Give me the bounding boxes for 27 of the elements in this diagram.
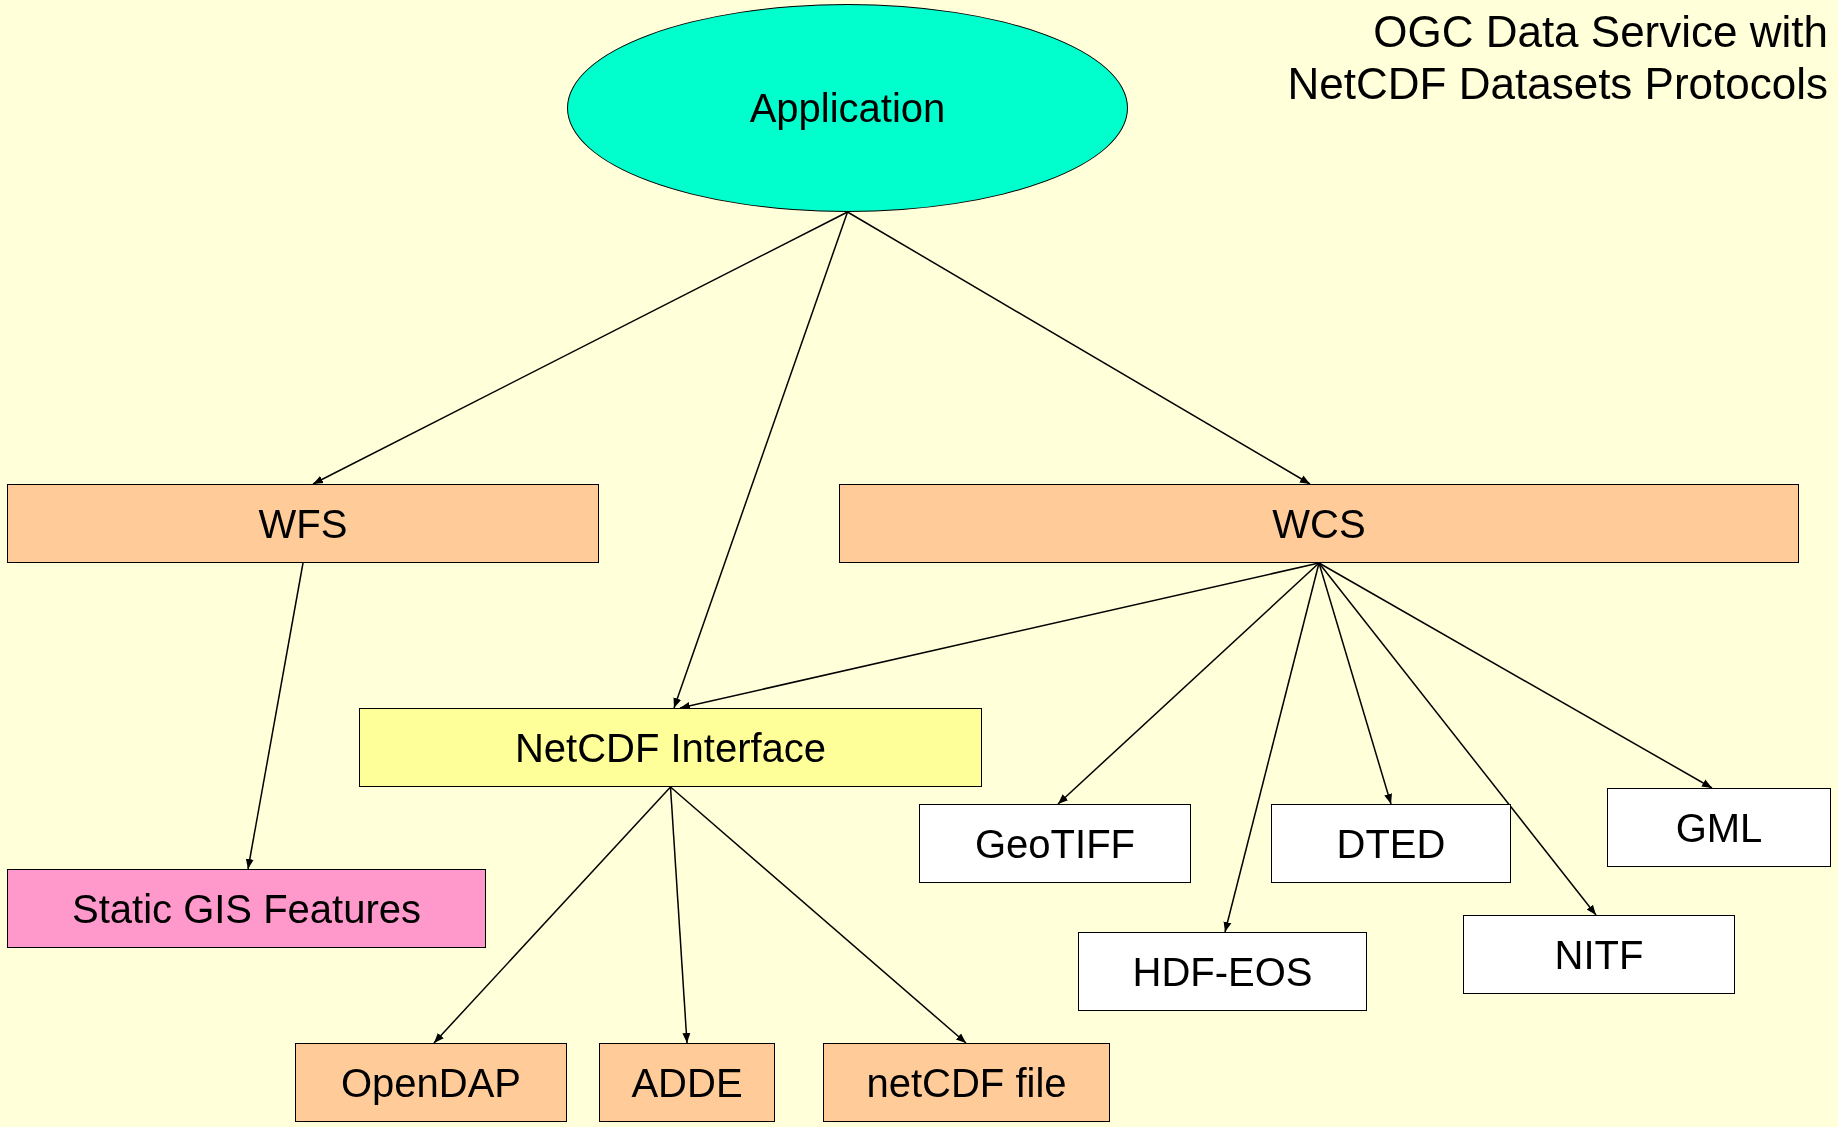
arrow <box>1318 562 1597 916</box>
arrow <box>669 786 691 1044</box>
arrow <box>679 562 1320 710</box>
arrow <box>1057 562 1320 805</box>
format-box: GML <box>1607 788 1831 867</box>
arrow <box>312 211 849 485</box>
arrow <box>1223 562 1320 933</box>
process-box: WFS <box>7 484 599 563</box>
interface-box: NetCDF Interface <box>359 708 982 787</box>
format-box: HDF-EOS <box>1078 932 1367 1011</box>
arrow <box>1318 562 1713 789</box>
feature-box: Static GIS Features <box>7 869 486 948</box>
format-box: DTED <box>1271 804 1511 883</box>
process-box: WCS <box>839 484 1799 563</box>
format-box: NITF <box>1463 915 1735 994</box>
diagram-title: OGC Data Service with NetCDF Datasets Protocols <box>1286 6 1828 110</box>
format-box: GeoTIFF <box>919 804 1191 883</box>
application-ellipse: Application <box>567 4 1128 212</box>
arrow <box>433 786 672 1044</box>
arrow <box>245 562 304 870</box>
arrow <box>673 211 849 709</box>
protocol-box: OpenDAP <box>295 1043 567 1122</box>
protocol-box: netCDF file <box>823 1043 1110 1122</box>
protocol-box: ADDE <box>599 1043 775 1122</box>
arrow <box>1318 562 1392 805</box>
arrow <box>846 211 1311 485</box>
arrow <box>669 786 967 1044</box>
